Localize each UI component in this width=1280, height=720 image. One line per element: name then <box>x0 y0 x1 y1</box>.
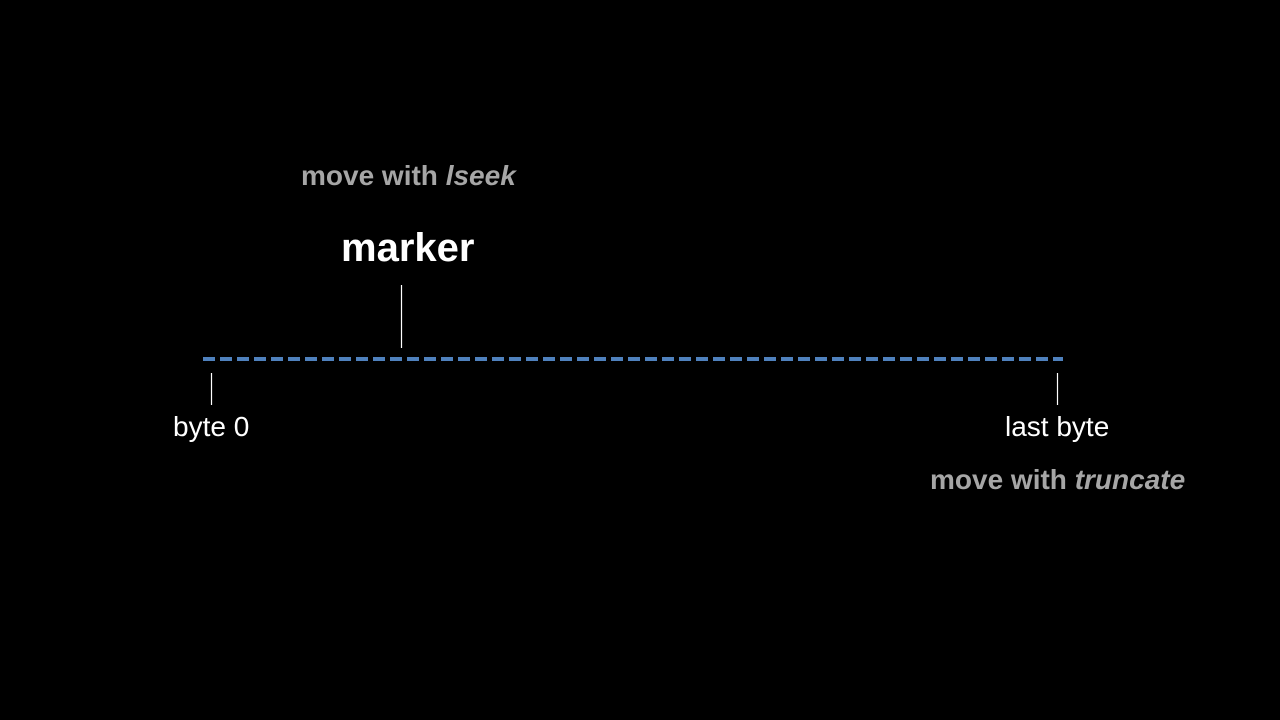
lseek-caption-emphasis: lseek <box>445 160 516 191</box>
truncate-caption: move with truncate <box>930 464 1185 496</box>
lseek-caption: move with lseek <box>301 160 516 192</box>
last-byte-label: last byte <box>1005 411 1110 442</box>
lseek-caption-prefix: move with <box>301 160 446 191</box>
marker-label: marker <box>341 226 475 270</box>
truncate-caption-prefix: move with <box>930 464 1075 495</box>
byte-0-label: byte 0 <box>173 411 250 442</box>
truncate-caption-emphasis: truncate <box>1074 464 1186 495</box>
